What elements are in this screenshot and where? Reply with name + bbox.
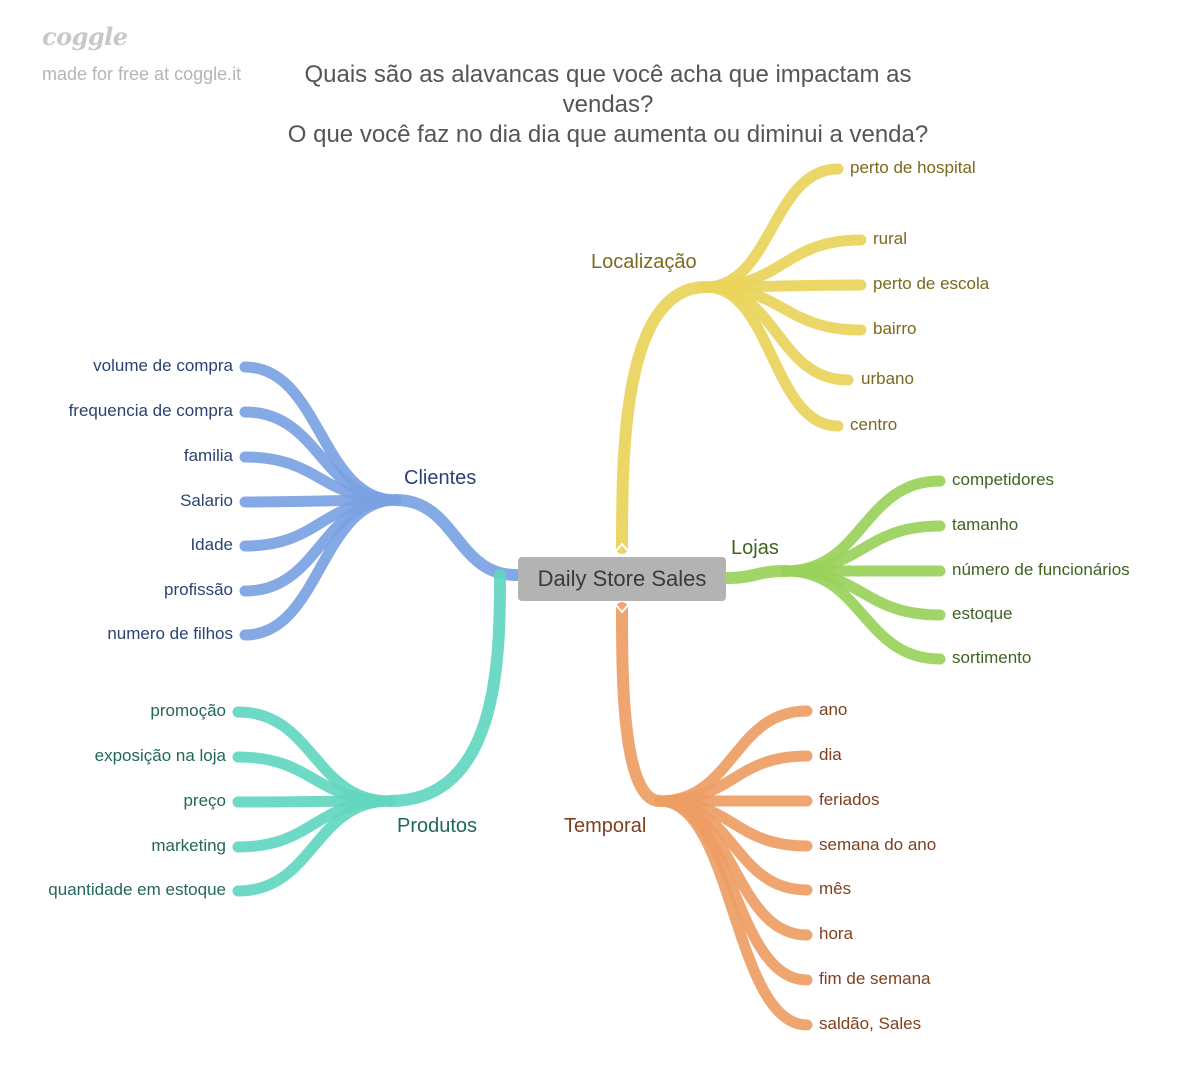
leaf-perto-de-escola[interactable]: perto de escola bbox=[873, 274, 990, 293]
leaf-profissao[interactable]: profissão bbox=[164, 580, 233, 599]
leaf-idade[interactable]: Idade bbox=[190, 535, 233, 554]
link-localizacao-leaf bbox=[700, 281, 844, 432]
leaf-tamanho[interactable]: tamanho bbox=[952, 515, 1019, 534]
link-produtos-leaf bbox=[232, 795, 396, 897]
leaf-preco[interactable]: preço bbox=[183, 791, 226, 810]
leaf-promocao[interactable]: promoção bbox=[150, 701, 226, 720]
leaf-bairro[interactable]: bairro bbox=[873, 319, 917, 338]
branch-produtos[interactable]: Produtos bbox=[397, 815, 478, 837]
leaf-fim-de-semana[interactable]: fim de semana bbox=[819, 969, 931, 988]
made-with-link[interactable]: made for free at coggle.it bbox=[42, 64, 242, 84]
node-notch bbox=[614, 542, 630, 553]
branch-localizacao[interactable]: Localização bbox=[591, 251, 697, 273]
link-center-produtos bbox=[384, 569, 506, 807]
coggle-logo[interactable]: coggle bbox=[42, 22, 128, 51]
leaf-salario[interactable]: Salario bbox=[180, 491, 233, 510]
leaf-perto-de-hospital[interactable]: perto de hospital bbox=[850, 158, 976, 177]
leaf-estoque[interactable]: estoque bbox=[952, 604, 1013, 623]
central-node[interactable]: Daily Store Sales bbox=[518, 557, 726, 601]
link-center-temporal bbox=[616, 602, 666, 807]
link-temporal-leaf bbox=[654, 795, 813, 1031]
link-center-lojas bbox=[720, 565, 792, 584]
leaf-centro[interactable]: centro bbox=[850, 415, 898, 434]
leaf-hora[interactable]: hora bbox=[819, 924, 854, 943]
map-title-line: Quais são as alavancas que você acha que… bbox=[304, 61, 912, 88]
leaf-semana-do-ano[interactable]: semana do ano bbox=[819, 835, 937, 854]
leaf-volume-de-compra[interactable]: volume de compra bbox=[93, 356, 233, 375]
leaf-frequencia-de-compra[interactable]: frequencia de compra bbox=[68, 401, 233, 420]
leaf-quantidade-em-estoque[interactable]: quantidade em estoque bbox=[48, 880, 226, 899]
leaf-saldao-sales[interactable]: saldão, Sales bbox=[819, 1014, 922, 1033]
leaf-marketing[interactable]: marketing bbox=[151, 836, 226, 855]
node-notch bbox=[614, 603, 630, 614]
branch-clientes[interactable]: Clientes bbox=[404, 467, 477, 489]
leaf-sortimento[interactable]: sortimento bbox=[952, 648, 1032, 667]
link-center-clientes bbox=[390, 494, 522, 581]
leaf-ano[interactable]: ano bbox=[819, 700, 848, 719]
leaf-numero-de-filhos[interactable]: numero de filhos bbox=[107, 624, 233, 643]
link-clientes-leaf bbox=[239, 494, 402, 641]
leaf-numero-de-funcionarios[interactable]: número de funcionários bbox=[952, 560, 1130, 579]
branch-lojas[interactable]: Lojas bbox=[731, 537, 779, 559]
link-center-localizacao bbox=[616, 281, 712, 554]
leaf-feriados[interactable]: feriados bbox=[819, 790, 880, 809]
map-title-line: vendas? bbox=[562, 91, 654, 118]
branch-temporal[interactable]: Temporal bbox=[564, 815, 647, 837]
map-title: Quais são as alavancas que você acha que… bbox=[258, 60, 958, 150]
leaf-mes[interactable]: mês bbox=[819, 879, 852, 898]
leaf-familia[interactable]: familia bbox=[183, 446, 233, 465]
leaf-urbano[interactable]: urbano bbox=[861, 369, 914, 388]
central-node-label: Daily Store Sales bbox=[537, 566, 707, 591]
leaf-competidores[interactable]: competidores bbox=[952, 470, 1055, 489]
leaf-exposicao-na-loja[interactable]: exposição na loja bbox=[94, 746, 226, 765]
link-lojas-leaf bbox=[780, 565, 946, 665]
leaf-rural[interactable]: rural bbox=[873, 229, 908, 248]
map-title-line: O que você faz no dia dia que aumenta ou… bbox=[287, 121, 929, 148]
leaf-dia[interactable]: dia bbox=[819, 745, 842, 764]
